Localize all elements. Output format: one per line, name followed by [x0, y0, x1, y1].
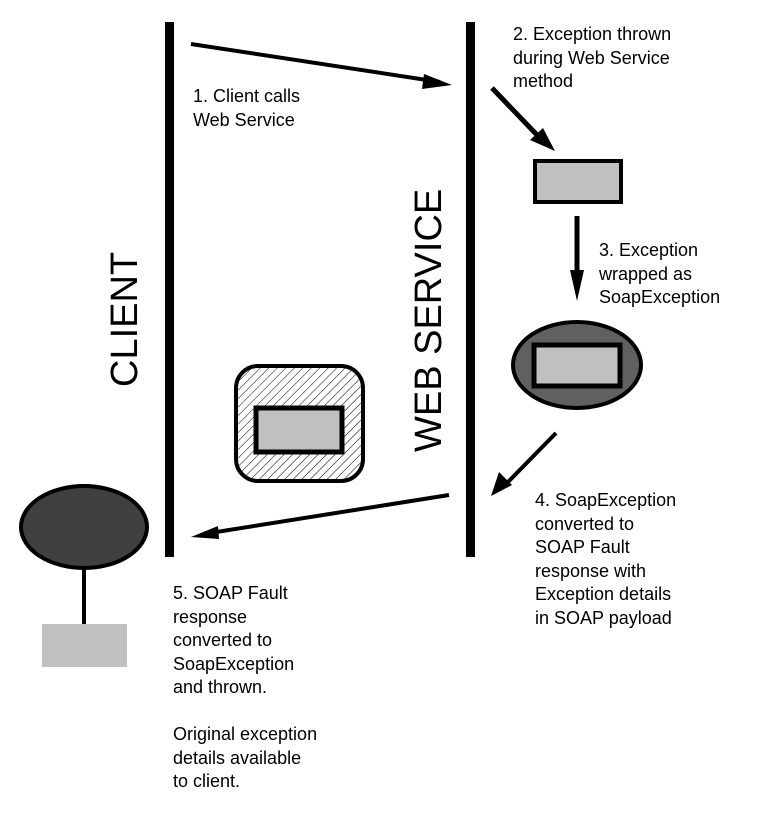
step-5-label: 5. SOAP Fault response converted to Soap… — [173, 583, 318, 791]
arrow-service-to-client — [191, 493, 450, 539]
arrow-wrap-exception — [570, 216, 584, 301]
arrow-client-to-service — [190, 42, 452, 89]
client-lane-line — [165, 22, 174, 557]
soap-exception-wrapper — [511, 320, 643, 410]
client-lane-label: CLIENT — [104, 251, 146, 387]
arrow-to-exception — [490, 86, 555, 151]
step-2-label: 2. Exception thrown during Web Service m… — [513, 24, 672, 91]
step-4-label: 4. SoapException converted to SOAP Fault… — [535, 490, 677, 628]
step-3-label: 3. Exception wrapped as SoapException — [599, 240, 721, 307]
soap-fault-envelope — [234, 364, 365, 483]
web-service-lane-line — [466, 22, 475, 557]
exception-box — [533, 159, 623, 204]
web-service-lane-label: WEB SERVICE — [408, 188, 450, 452]
arrow-to-soap-fault — [491, 431, 558, 496]
client-soap-exception — [19, 484, 149, 667]
step-1-label: 1. Client calls Web Service — [193, 86, 301, 130]
